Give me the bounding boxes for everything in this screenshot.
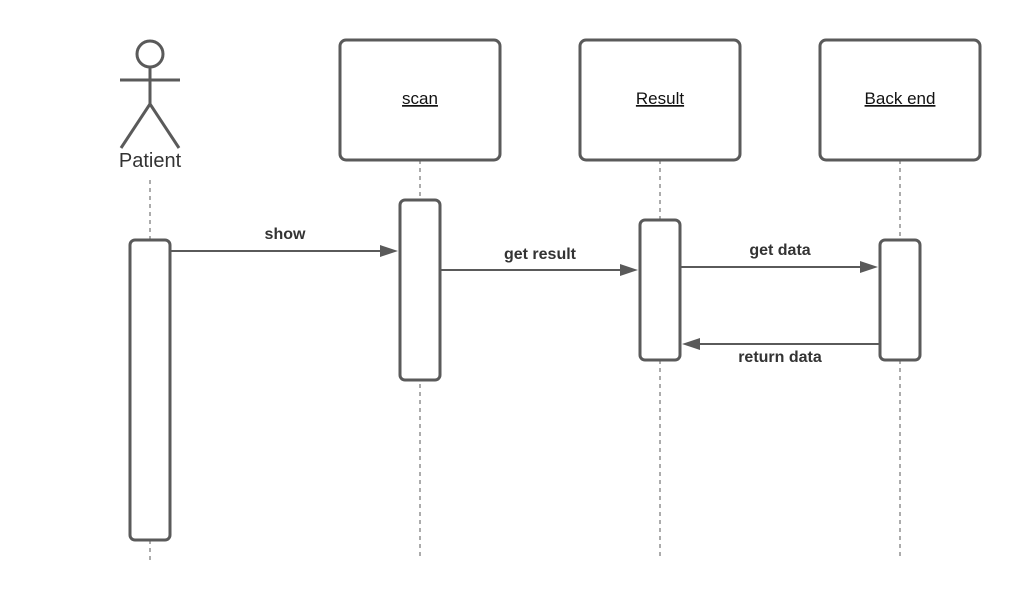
activation-result xyxy=(638,218,682,362)
message-label-show: show xyxy=(265,226,306,243)
message-label-return-data: return data xyxy=(738,349,822,366)
activation-patient xyxy=(128,238,172,542)
message-get-data: get data xyxy=(681,242,878,273)
message-get-result: get result xyxy=(441,246,638,276)
message-label-get-data: get data xyxy=(749,242,810,259)
participant-label-scan: scan xyxy=(402,89,438,108)
actor-label-patient: Patient xyxy=(119,150,182,172)
activation-scan xyxy=(398,198,442,382)
message-return-data: return data xyxy=(682,338,879,366)
message-label-get-result: get result xyxy=(504,246,577,263)
participant-result: Result xyxy=(578,38,742,162)
participant-back-end: Back end xyxy=(818,38,982,162)
message-show: show xyxy=(171,226,398,257)
arrow-left-icon xyxy=(682,338,700,350)
arrow-right-icon xyxy=(620,264,638,276)
arrow-right-icon xyxy=(860,261,878,273)
arrow-right-icon xyxy=(380,245,398,257)
participant-label-result: Result xyxy=(636,89,684,108)
participant-scan: scan xyxy=(338,38,502,162)
activation-back-end xyxy=(878,238,922,362)
stick-figure-icon xyxy=(119,39,181,149)
participant-label-back-end: Back end xyxy=(865,89,936,108)
